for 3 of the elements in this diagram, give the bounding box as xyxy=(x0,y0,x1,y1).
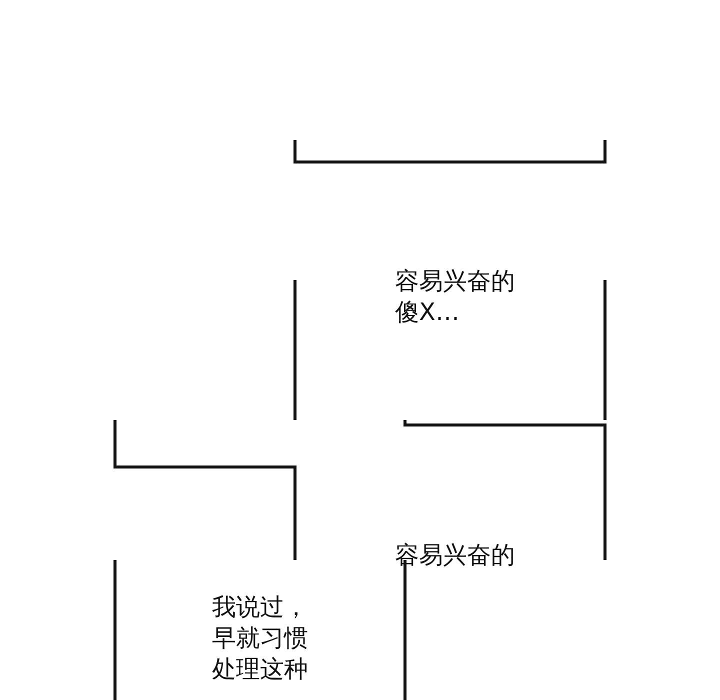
speech-text: 容易兴奋的傻X… xyxy=(395,266,516,328)
speech-text: 我说过，早就习惯处理这种 xyxy=(212,592,309,685)
speech-text: 容易兴奋的 xyxy=(395,540,516,571)
